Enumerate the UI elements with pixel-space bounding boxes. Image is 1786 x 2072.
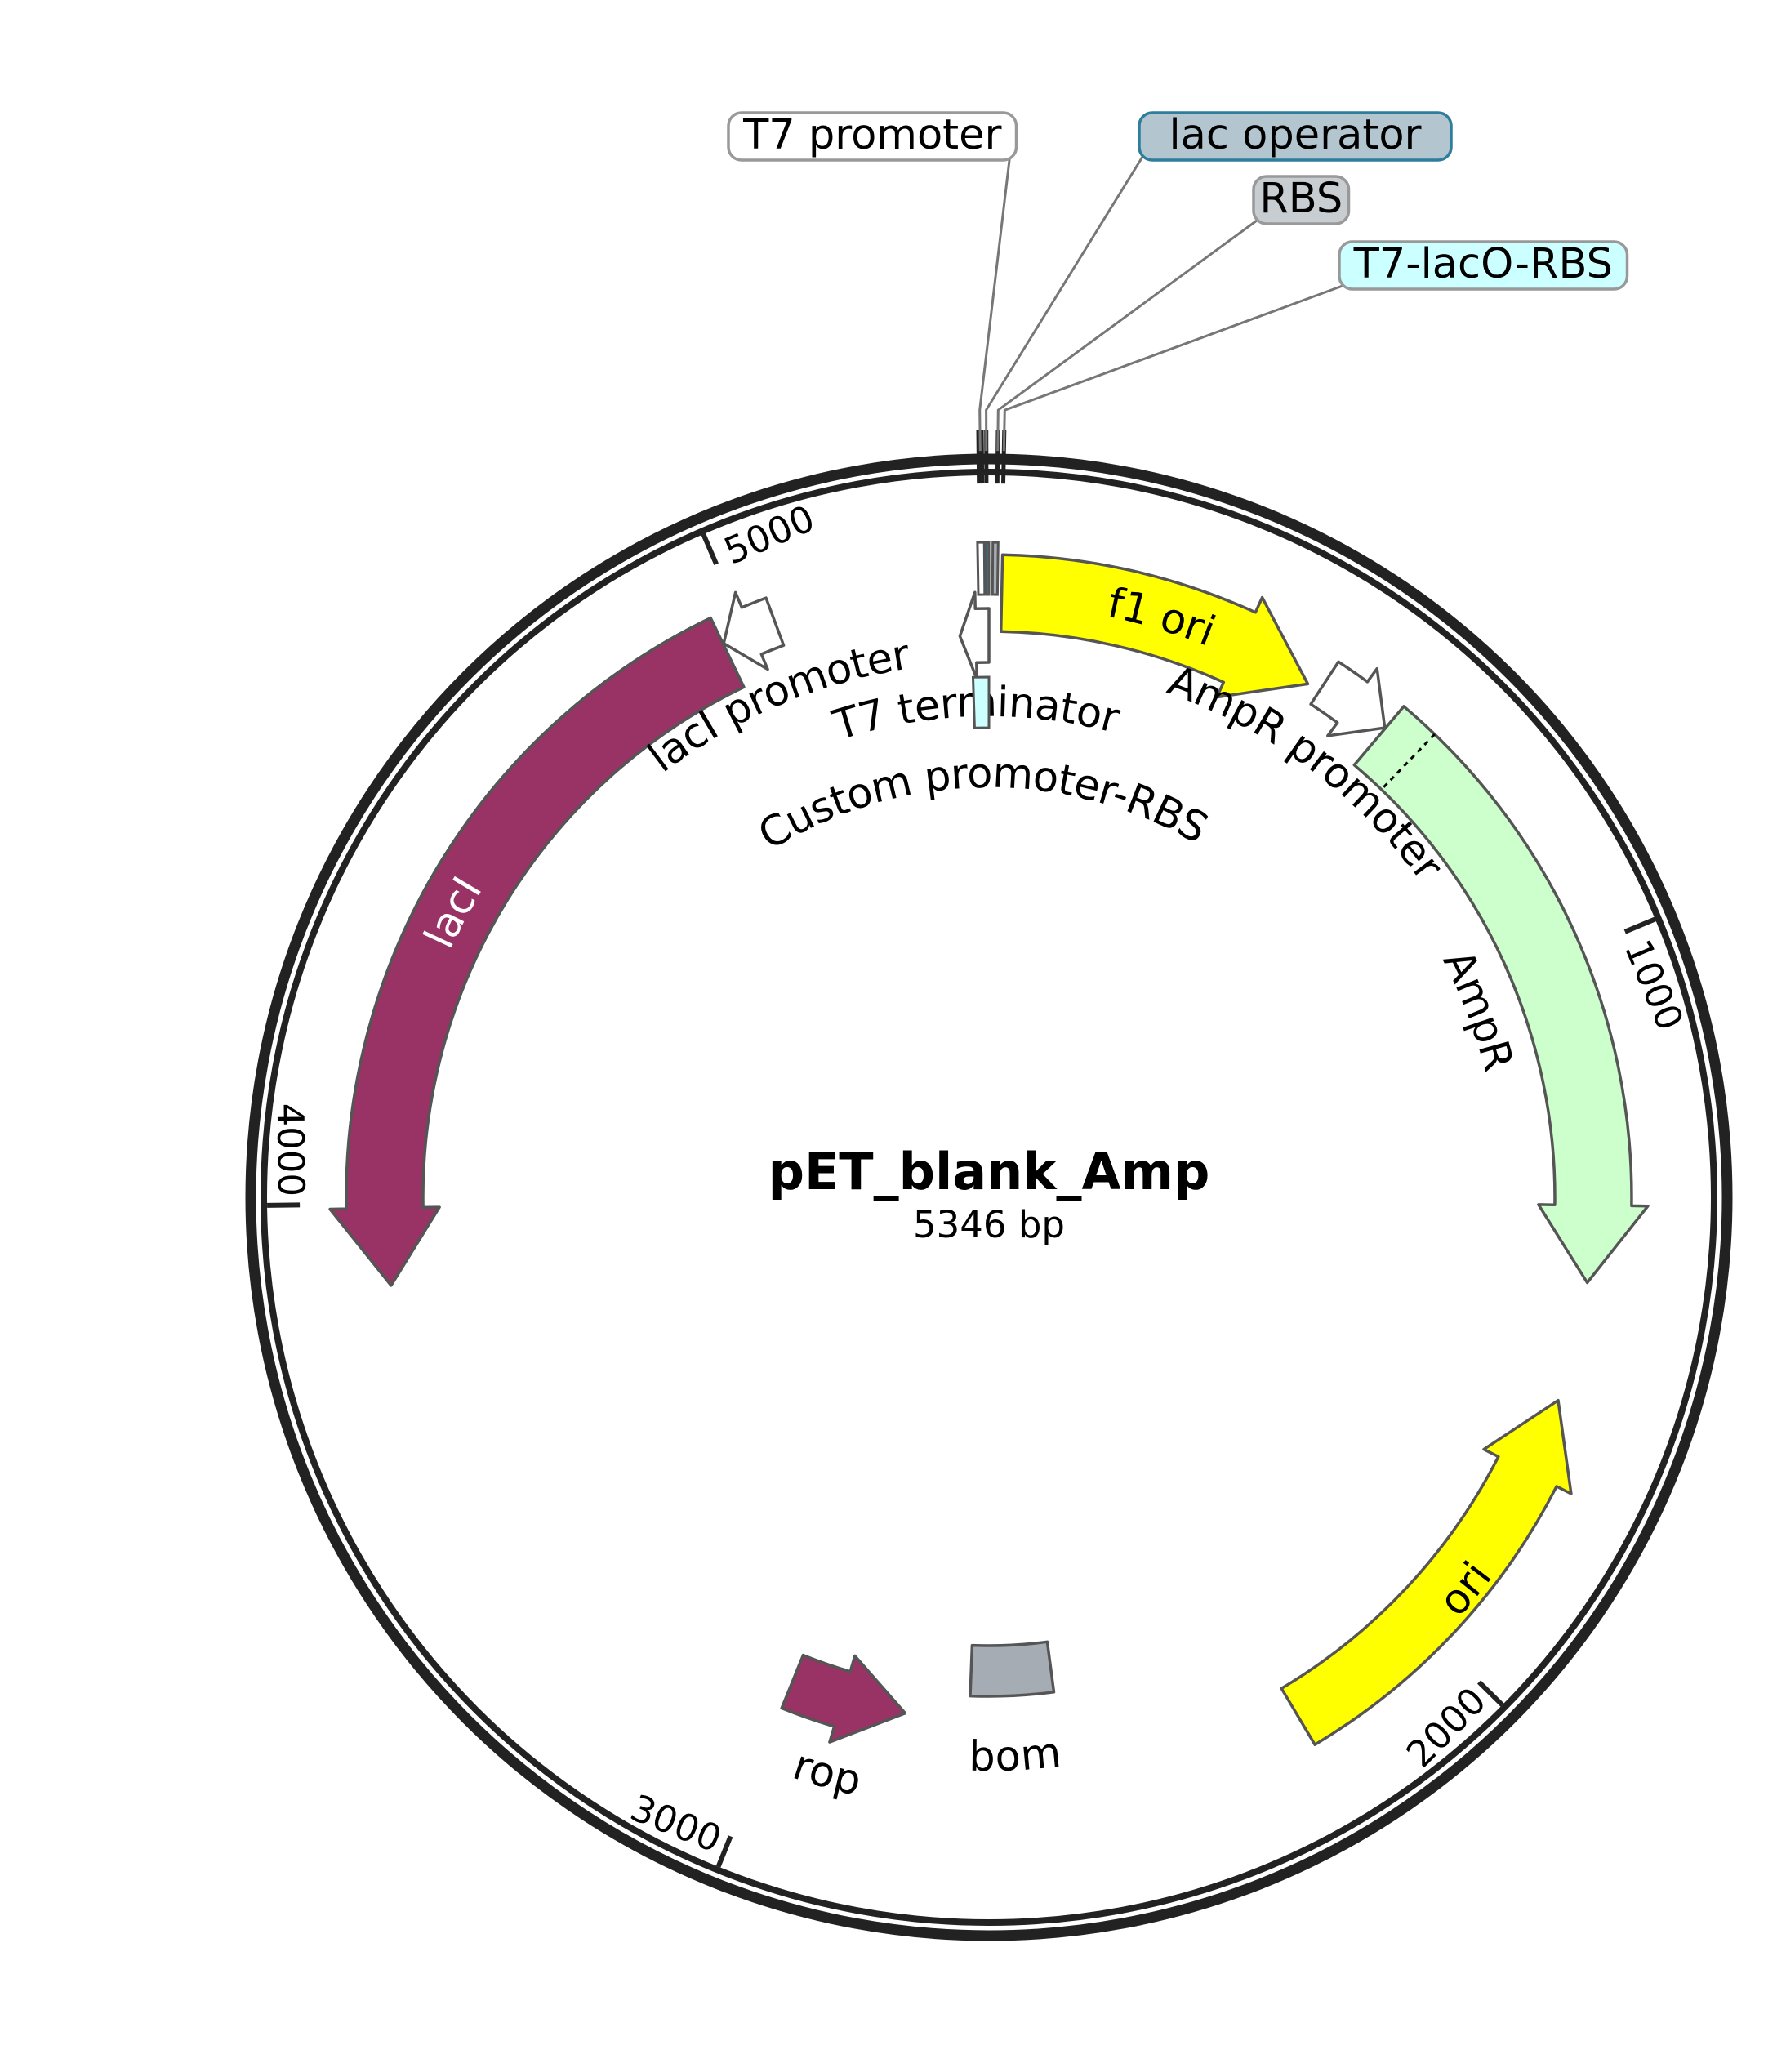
lac-operator-box xyxy=(983,541,991,596)
bom-arrow xyxy=(969,1640,1056,1698)
t7-laco-rbs-callout-label: T7-lacO-RBS xyxy=(1353,240,1613,288)
tick-mark xyxy=(1623,916,1656,934)
t7-promoter-callout-label: T7 promoter xyxy=(742,111,1001,159)
t7-laco-rbs-callout-box xyxy=(1338,240,1629,291)
plasmid-name: pET_blank_Amp xyxy=(768,1142,1210,1201)
ampr-promoter-arrow xyxy=(1309,660,1387,737)
ampr-arrow xyxy=(1352,705,1650,1285)
plasmid-length: 5346 bp xyxy=(913,1203,1065,1246)
ori-arrow xyxy=(1280,1398,1573,1746)
rop-label: rop xyxy=(787,1741,866,1806)
t7-promoter-callout-box xyxy=(727,111,1018,162)
t7-promoter-box xyxy=(976,541,987,596)
backbone-outer xyxy=(245,453,1733,1941)
rbs-callout-label: RBS xyxy=(1259,175,1343,223)
ampr-dotted-divider xyxy=(1380,733,1436,791)
lac-operator-leader xyxy=(985,156,1144,452)
custom-promoter-rbs-box xyxy=(971,675,991,729)
f1-ori-arrow xyxy=(999,553,1310,699)
rbs-box xyxy=(991,541,1000,596)
backbone-inner xyxy=(261,469,1717,1926)
rbs-callout-box xyxy=(1252,175,1351,225)
rop-arrow xyxy=(780,1653,907,1744)
custom-promoter-rbs-label-path: Custom promoter-RBS xyxy=(750,749,1215,859)
tick-mark xyxy=(715,1835,733,1868)
bom-label-path: bom xyxy=(969,1729,1063,1781)
custom-promoter-rbs-label: Custom promoter-RBS xyxy=(750,749,1215,859)
lac-operator-callout-label: lac operator xyxy=(1169,111,1421,159)
tick-mark xyxy=(1476,1680,1504,1707)
tick-mark xyxy=(701,532,719,565)
rbs-leader xyxy=(996,219,1258,452)
t7-laco-rbs-leader xyxy=(1002,284,1343,452)
laci-arrow xyxy=(328,616,746,1287)
bom-label: bom xyxy=(969,1729,1063,1781)
rop-label-path: rop xyxy=(787,1741,866,1806)
t7-terminator-arrow xyxy=(958,590,991,680)
laci-promoter-arrow xyxy=(722,590,786,671)
backbone-ring xyxy=(245,453,1733,1941)
lac-operator-callout-box xyxy=(1138,111,1453,162)
t7-promoter-leader xyxy=(978,156,1011,452)
tick-label: 4000 xyxy=(269,1103,313,1196)
